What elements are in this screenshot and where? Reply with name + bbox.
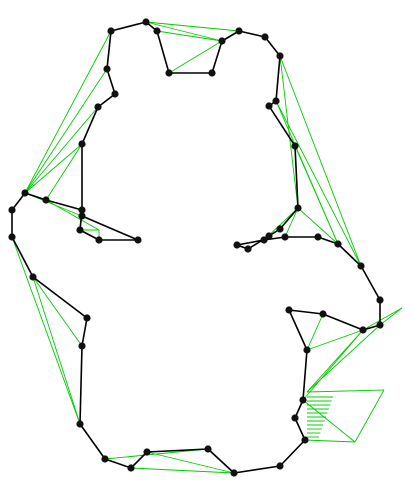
vertex-2 [153, 27, 161, 35]
vertex-23 [376, 321, 384, 329]
vertex-3 [165, 69, 173, 77]
green-edge-2 [168, 40, 223, 74]
vertex-14 [265, 232, 273, 240]
vertex-44 [42, 196, 50, 204]
vertex-31 [276, 462, 284, 470]
green-edge-1 [156, 30, 223, 42]
green-edge-7 [24, 106, 99, 194]
vertex-26 [285, 306, 293, 314]
green-edge-14 [45, 199, 100, 231]
vertex-49 [78, 212, 86, 220]
vertex-18 [281, 233, 289, 241]
green-edge-35 [302, 329, 364, 401]
green-edge-32 [306, 329, 364, 351]
vertex-35 [127, 464, 135, 472]
green-edge-30 [379, 307, 403, 326]
vertex-34 [143, 448, 151, 456]
green-edge-5 [24, 30, 112, 194]
vertex-53 [103, 65, 111, 73]
vertex-32 [230, 469, 238, 477]
green-edge-22 [279, 55, 299, 209]
green-edge-33 [306, 313, 324, 351]
green-edge-40 [302, 399, 356, 443]
green-edge-6 [24, 68, 108, 194]
vertex-50 [78, 140, 86, 148]
vertex-27 [303, 346, 311, 354]
green-edge-15 [11, 236, 81, 425]
vertex-1 [142, 18, 150, 26]
green-edge-39 [304, 439, 356, 443]
green-edge-9 [45, 143, 83, 201]
green-edge-19 [279, 55, 362, 267]
vertex-6 [235, 27, 243, 35]
vertex-30 [301, 436, 309, 444]
vertex-20 [334, 240, 342, 248]
green-edge-37 [306, 389, 385, 393]
vertex-13 [276, 225, 284, 233]
vertex-33 [204, 445, 212, 453]
vertex-15 [244, 245, 252, 253]
vertex-4 [208, 69, 216, 77]
green-edge-8 [24, 143, 83, 194]
vertex-46 [76, 226, 84, 234]
vertex-45 [78, 206, 86, 214]
green-edge-23 [294, 145, 339, 245]
vertex-22 [376, 296, 384, 304]
vertex-24 [359, 326, 367, 334]
vertex-0 [107, 27, 115, 35]
vertex-7 [261, 33, 269, 41]
vertex-12 [294, 204, 302, 212]
green-edge-28 [146, 451, 235, 474]
green-edge-4 [145, 21, 223, 42]
vertex-17 [260, 236, 268, 244]
vertex-37 [76, 420, 84, 428]
vertex-19 [314, 233, 322, 241]
green-edge-25 [284, 207, 299, 238]
vertex-29 [291, 414, 299, 422]
vertex-8 [276, 52, 284, 60]
vertex-21 [357, 262, 365, 270]
vertex-51 [94, 103, 102, 111]
green-edge-0 [145, 21, 240, 32]
vertex-38 [78, 342, 86, 350]
vertex-5 [218, 37, 226, 45]
vertex-48 [134, 236, 142, 244]
vertex-36 [101, 455, 109, 463]
green-edge-38 [354, 389, 385, 443]
green-edge-31 [362, 307, 403, 331]
vertex-47 [95, 236, 103, 244]
vertex-52 [111, 90, 119, 98]
green-edge-17 [32, 276, 83, 347]
vertex-9 [272, 97, 280, 105]
vertex-40 [29, 273, 37, 281]
vertex-42 [8, 206, 16, 214]
green-edge-29 [104, 448, 209, 460]
green-edge-24 [297, 207, 339, 245]
vertex-25 [319, 310, 327, 318]
vertex-10 [265, 102, 273, 110]
green-edge-16 [32, 276, 81, 425]
vertex-11 [291, 142, 299, 150]
vertex-28 [299, 396, 307, 404]
green-edge-36 [306, 324, 381, 393]
vertex-39 [83, 314, 91, 322]
vertex-43 [21, 189, 29, 197]
vertex-16 [233, 241, 241, 249]
green-edge-20 [275, 100, 362, 267]
green-edge-27 [130, 467, 235, 474]
vertex-41 [8, 233, 16, 241]
